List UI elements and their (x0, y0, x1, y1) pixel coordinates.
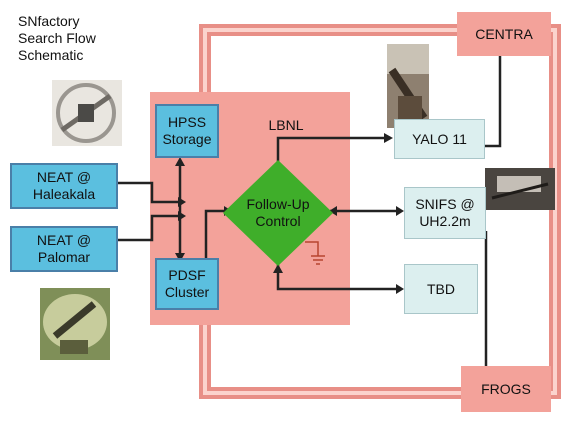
tbd-label: TBD (427, 280, 455, 297)
tbd-node: TBD (404, 264, 478, 314)
haleakala-link (118, 181, 178, 204)
followup-line-1: Follow-Up (246, 196, 310, 212)
snifs-node: SNIFS @ UH2.2m (404, 187, 486, 239)
followup-control-node: Follow-Up Control (238, 194, 318, 232)
telescope-photo-4 (485, 168, 555, 210)
diagram-title: SNfactory Search Flow Schematic (18, 13, 96, 64)
yalo-label: YALO 11 (412, 130, 467, 147)
centra-node: CENTRA (457, 12, 551, 56)
yalo-11-node: YALO 11 (394, 119, 485, 159)
frogs-label: FROGS (481, 380, 531, 397)
pdsf-line-2: Cluster (164, 284, 210, 300)
neat-haleakala-line-1: NEAT @ (36, 169, 92, 185)
ground-icon (305, 241, 325, 265)
lbnl-label: LBNL (268, 116, 304, 133)
neat-haleakala-line-2: Haleakala (32, 186, 96, 202)
pdsf-cluster-node: PDSF Cluster (155, 258, 219, 310)
snifs-line-2: UH2.2m (419, 213, 471, 229)
hpss-line-2: Storage (162, 131, 212, 147)
telescope-photo-1 (52, 80, 122, 146)
snifs-line-1: SNIFS @ (415, 196, 475, 212)
hpss-storage-node: HPSS Storage (155, 104, 219, 158)
neat-haleakala-node: NEAT @ Haleakala (10, 163, 118, 209)
followup-line-2: Control (255, 213, 301, 229)
yalo-centra-link (485, 52, 502, 148)
followup-diamond (223, 160, 333, 266)
pdsf-followup-link (204, 209, 228, 260)
neat-palomar-line-2: Palomar (37, 249, 91, 265)
title-line-2: Search Flow (18, 30, 96, 46)
pdsf-line-1: PDSF (168, 267, 206, 283)
neat-palomar-node: NEAT @ Palomar (10, 226, 118, 272)
telescope-photo-2 (40, 288, 110, 360)
centra-label: CENTRA (475, 25, 533, 42)
title-line-1: SNfactory (18, 13, 80, 29)
telescope-photo-3 (387, 44, 429, 128)
hpss-line-1: HPSS (167, 114, 207, 130)
neat-palomar-line-1: NEAT @ (36, 232, 92, 248)
palomar-link (118, 214, 178, 242)
title-line-3: Schematic (18, 47, 84, 63)
frogs-node: FROGS (461, 366, 551, 412)
